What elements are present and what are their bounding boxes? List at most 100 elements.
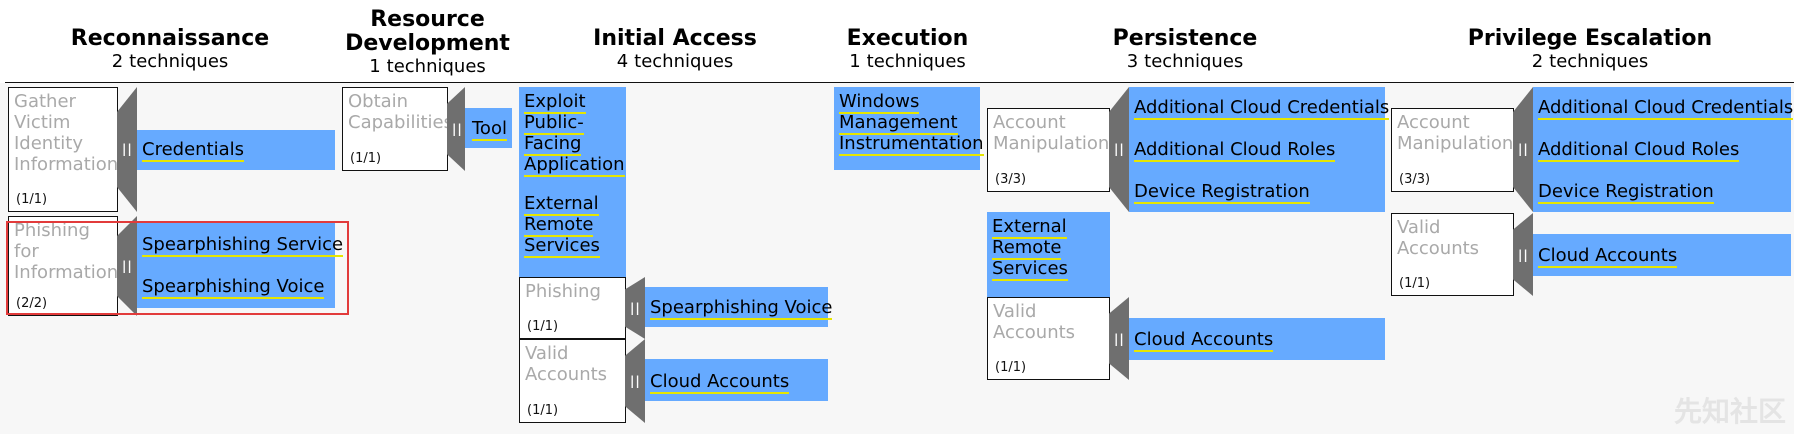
- subtechnique-band: [1533, 234, 1791, 276]
- technique-name: Account Manipulation: [993, 112, 1110, 154]
- expand-handle[interactable]: ||: [625, 339, 645, 423]
- tactic-name: Persistence: [1112, 26, 1258, 51]
- technique-name: Obtain Capabilities: [348, 91, 448, 133]
- subtechnique-count: (1/1): [350, 151, 382, 166]
- expand-handle[interactable]: ||: [1109, 297, 1129, 380]
- handle-grip-icon: ||: [122, 259, 133, 273]
- subtechnique-additional-cloud-credentials[interactable]: Additional Cloud Credentials: [1538, 97, 1794, 120]
- technique-valid-accounts[interactable]: Valid Accounts (1/1): [987, 297, 1110, 380]
- technique-valid-accounts[interactable]: Valid Accounts (1/1): [1391, 213, 1514, 296]
- technique-unit: techniques: [1144, 51, 1244, 72]
- handle-grip-icon: ||: [1518, 142, 1529, 156]
- technique-name: Phishing for Information: [14, 220, 118, 283]
- technique-count: 1: [849, 51, 861, 72]
- technique-unit: techniques: [634, 51, 734, 72]
- technique-count: 4: [616, 51, 629, 72]
- technique-name: Windows Management Instrumentation: [839, 91, 984, 156]
- subtechnique-count: (1/1): [1399, 276, 1431, 291]
- subtechnique-band: [1129, 318, 1385, 360]
- expand-handle[interactable]: ||: [447, 87, 465, 171]
- technique-name: Valid Accounts: [1397, 217, 1480, 259]
- handle-grip-icon: ||: [122, 142, 133, 156]
- handle-grip-icon: ||: [1114, 142, 1125, 156]
- expand-handle[interactable]: ||: [1109, 87, 1129, 212]
- subtechnique-spearphishing-service[interactable]: Spearphishing Service: [142, 234, 344, 257]
- technique-name: External Remote Services: [524, 193, 600, 258]
- technique-account-manipulation[interactable]: Account Manipulation (3/3): [1391, 108, 1514, 192]
- subtechnique-count: (1/1): [16, 192, 48, 207]
- subtechnique-band: [1533, 87, 1791, 212]
- technique-windows-management-instrumentation[interactable]: Windows Management Instrumentation: [834, 87, 984, 170]
- subtechnique-cloud-accounts[interactable]: Cloud Accounts: [1134, 329, 1274, 352]
- technique-valid-accounts[interactable]: Valid Accounts (1/1): [519, 339, 626, 423]
- subtechnique-spearphishing-voice[interactable]: Spearphishing Voice: [142, 276, 325, 299]
- subtechnique-credentials[interactable]: Credentials: [142, 139, 245, 162]
- subtechnique-additional-cloud-roles[interactable]: Additional Cloud Roles: [1134, 139, 1336, 162]
- technique-name: External Remote Services: [992, 216, 1068, 281]
- subtechnique-tool[interactable]: Tool: [472, 118, 507, 141]
- technique-phishing[interactable]: Phishing (1/1): [519, 277, 626, 339]
- technique-unit: techniques: [1549, 51, 1649, 72]
- subtechnique-count: (1/1): [527, 319, 559, 334]
- technique-gather-victim-identity-information[interactable]: Gather Victim Identity Information (1/1): [8, 87, 118, 212]
- subtechnique-device-registration[interactable]: Device Registration: [1538, 181, 1714, 204]
- expand-handle[interactable]: ||: [117, 87, 137, 212]
- tactic-name: Resource Development: [345, 7, 510, 56]
- expand-handle[interactable]: ||: [1513, 213, 1533, 296]
- technique-name: Valid Accounts: [525, 343, 608, 385]
- technique-name: Valid Accounts: [993, 301, 1076, 343]
- subtechnique-band: [465, 108, 512, 148]
- technique-account-manipulation[interactable]: Account Manipulation (3/3): [987, 108, 1110, 192]
- technique-count: 2: [111, 51, 124, 72]
- subtechnique-band: [137, 223, 335, 308]
- tactic-name: Privilege Escalation: [1467, 26, 1713, 51]
- subtechnique-band: [137, 130, 335, 170]
- expand-handle[interactable]: ||: [117, 216, 137, 316]
- header-band: [0, 0, 1794, 83]
- subtechnique-cloud-accounts[interactable]: Cloud Accounts: [1538, 245, 1678, 268]
- technique-exploit-public-facing-application[interactable]: Exploit Public-Facing Application: [519, 87, 626, 189]
- handle-grip-icon: ||: [1114, 332, 1125, 346]
- subtechnique-additional-cloud-credentials[interactable]: Additional Cloud Credentials: [1134, 97, 1390, 120]
- technique-count: 3: [1126, 51, 1139, 72]
- technique-count: 1: [369, 56, 381, 77]
- expand-handle[interactable]: ||: [625, 277, 645, 339]
- subtechnique-spearphishing-voice[interactable]: Spearphishing Voice: [650, 297, 833, 320]
- technique-unit: techniques: [129, 51, 229, 72]
- subtechnique-device-registration[interactable]: Device Registration: [1134, 181, 1310, 204]
- subtechnique-band: [1129, 87, 1385, 212]
- tactic-name: Execution: [846, 26, 969, 51]
- subtechnique-cloud-accounts[interactable]: Cloud Accounts: [650, 371, 790, 394]
- subtechnique-band: [645, 287, 828, 327]
- technique-count: 2: [1531, 51, 1544, 72]
- technique-name: Account Manipulation: [1397, 112, 1514, 154]
- subtechnique-count: (1/1): [995, 360, 1027, 375]
- subtechnique-count: (3/3): [995, 172, 1027, 187]
- subtechnique-count: (1/1): [527, 403, 559, 418]
- handle-grip-icon: ||: [452, 122, 463, 136]
- subtechnique-count: (2/2): [16, 296, 48, 311]
- subtechnique-count: (3/3): [1399, 172, 1431, 187]
- expand-handle[interactable]: ||: [1513, 87, 1533, 212]
- technique-external-remote-services[interactable]: External Remote Services: [987, 212, 1110, 297]
- technique-unit: techniques: [866, 51, 966, 72]
- tactic-name: Reconnaissance: [70, 26, 270, 51]
- handle-grip-icon: ||: [630, 374, 641, 388]
- technique-obtain-capabilities[interactable]: Obtain Capabilities (1/1): [342, 87, 448, 171]
- subtechnique-additional-cloud-roles[interactable]: Additional Cloud Roles: [1538, 139, 1740, 162]
- handle-grip-icon: ||: [630, 301, 641, 315]
- technique-external-remote-services[interactable]: External Remote Services: [519, 189, 626, 277]
- tactic-name: Initial Access: [593, 26, 757, 51]
- highlight-box: [6, 221, 349, 315]
- technique-unit: techniques: [386, 56, 486, 77]
- handle-grip-icon: ||: [1518, 248, 1529, 262]
- header-divider: [5, 82, 1794, 83]
- subtechnique-band: [645, 359, 828, 401]
- watermark: 先知社区: [1673, 395, 1786, 428]
